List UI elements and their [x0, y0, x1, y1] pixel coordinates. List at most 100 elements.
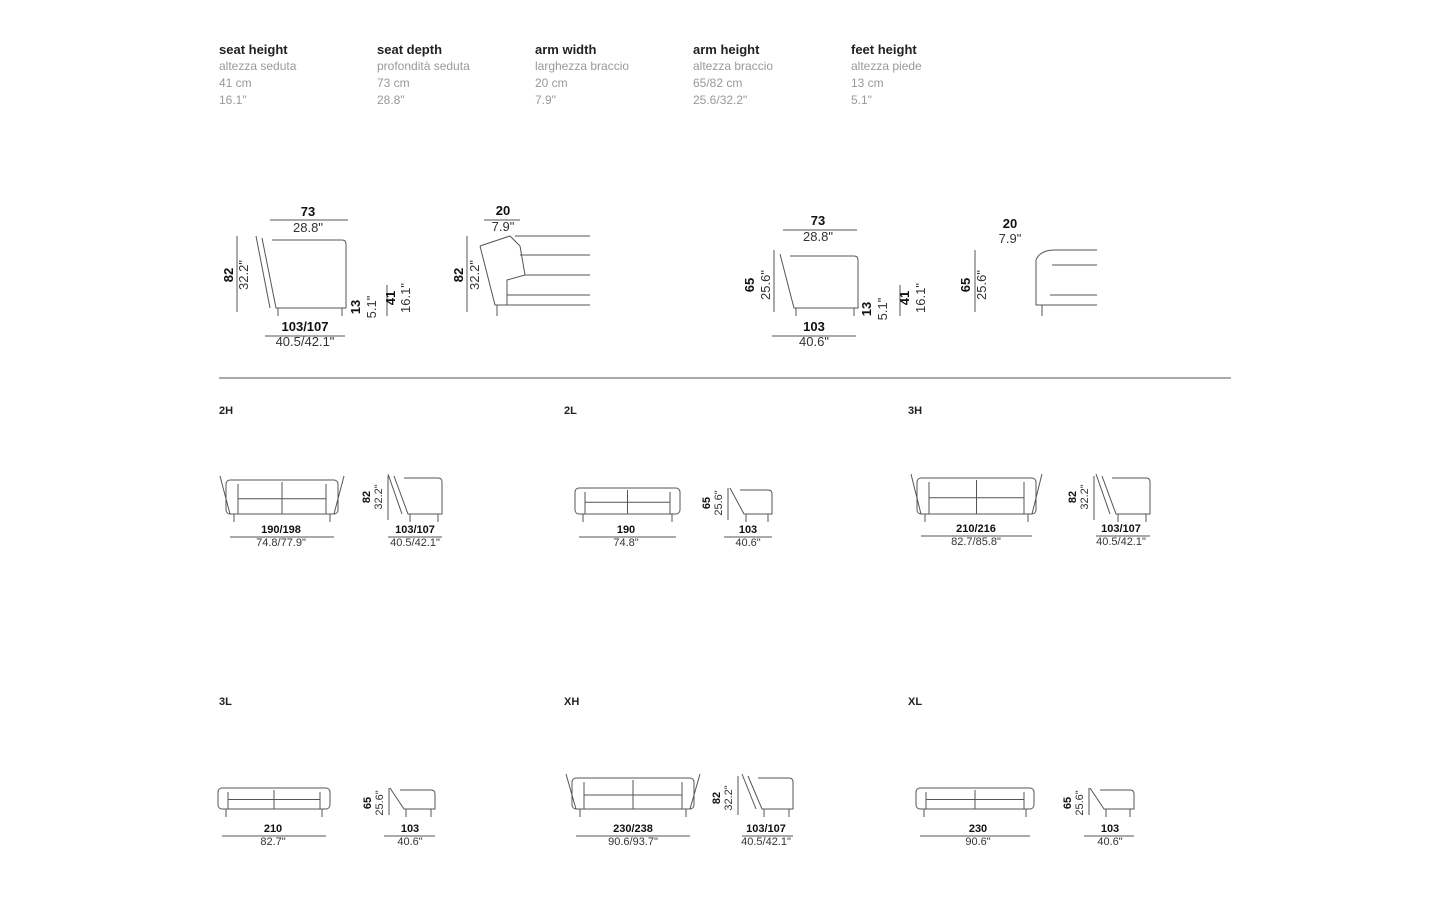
dimension-label: 82 [451, 267, 466, 283]
spec-inch: 28.8" [377, 93, 405, 107]
dimension-label: 230 [968, 823, 988, 835]
dimension-label: 40.6" [735, 537, 761, 549]
spec-label-it: altezza piede [851, 59, 922, 73]
dimension-label: 40.6" [1097, 836, 1123, 848]
spec-inch: 7.9" [535, 93, 556, 107]
dimension-label: 40.5/42.1" [1096, 536, 1146, 548]
dimension-label: 40.5/42.1" [390, 537, 440, 549]
dimension-label: 74.8/77.9" [256, 537, 306, 549]
section-divider [219, 377, 1231, 379]
side-view-backrest [255, 235, 271, 309]
spec-cm: 41 cm [219, 76, 252, 90]
model-name: XL [908, 696, 923, 708]
dimension-label: 41 [383, 290, 398, 306]
spec-label: arm width [535, 42, 597, 57]
model-name: 2H [219, 405, 234, 417]
dimension-label: 20 [1002, 216, 1018, 231]
dimension-label: 90.6" [965, 836, 991, 848]
dimension-label: 25.6" [974, 270, 989, 300]
spec-column: seat depth profondità seduta 73 cm 28.8" [377, 41, 527, 109]
dimension-label: 103 [738, 524, 758, 536]
dimension-label: 65 [1062, 796, 1074, 810]
dimension-label: 210 [263, 823, 283, 835]
arm-view [1035, 249, 1097, 306]
dimension-label: 25.6" [758, 270, 773, 300]
dimension-label: 82 [221, 267, 236, 283]
dimension-label: 32.2" [236, 260, 251, 290]
flare [689, 773, 701, 810]
dimension-label: 40.5/42.1" [741, 836, 791, 848]
spec-cm: 13 cm [851, 76, 884, 90]
spec-label-it: altezza seduta [219, 59, 297, 73]
side-view [1101, 475, 1151, 515]
dimension-label: 65 [742, 277, 757, 293]
dimension-label: 40.5/42.1" [275, 334, 335, 349]
spec-label: seat height [219, 42, 288, 57]
dimension-label: 82.7/85.8" [951, 536, 1001, 548]
dimension-label: 13 [859, 301, 874, 317]
spec-column: feet height altezza piede 13 cm 5.1" [851, 41, 1001, 109]
flare [1031, 473, 1043, 515]
spec-inch: 25.6/32.2" [693, 93, 748, 107]
dimension-label: 210/216 [956, 523, 996, 535]
dimension-label: 25.6" [374, 790, 386, 816]
spec-label-it: larghezza braccio [535, 59, 630, 73]
side-view [261, 237, 347, 309]
dimension-label: 13 [348, 299, 363, 315]
dimension-label: 103 [1100, 823, 1120, 835]
dimension-label: 103 [400, 823, 420, 835]
side-view [747, 775, 794, 810]
side-view-backrest [1095, 473, 1111, 515]
flare [565, 773, 577, 810]
dimension-label: 103/107 [746, 823, 786, 835]
dimension-label: 103 [803, 319, 825, 334]
dimension-label: 73 [300, 204, 316, 219]
side-view [389, 787, 436, 810]
dimension-label: 28.8" [293, 220, 323, 235]
dimension-label: 82 [711, 791, 723, 805]
dimension-label: 73 [810, 213, 826, 228]
spec-inch: 5.1" [851, 93, 872, 107]
flare [333, 475, 345, 515]
dimension-label: 25.6" [713, 490, 725, 516]
dimension-label: 230/238 [613, 823, 653, 835]
dimension-label: 25.6" [1074, 790, 1086, 816]
dimension-label: 32.2" [467, 260, 482, 290]
spec-cm: 73 cm [377, 76, 410, 90]
spec-column: seat height altezza seduta 41 cm 16.1" [219, 41, 369, 109]
side-view-backrest [387, 473, 403, 515]
dimension-label: 5.1" [364, 295, 379, 319]
dimension-label: 16.1" [398, 283, 413, 313]
dimension-label: 65 [362, 796, 374, 810]
dimension-label: 32.2" [723, 785, 735, 811]
flare [219, 475, 231, 515]
spec-label: feet height [851, 42, 917, 57]
dimension-label: 82 [1067, 490, 1079, 504]
spec-label-it: profondità seduta [377, 59, 470, 73]
dimension-label: 28.8" [803, 229, 833, 244]
arm-view [479, 235, 590, 306]
dimension-label: 40.6" [397, 836, 423, 848]
dimension-label: 5.1" [875, 297, 890, 321]
dimension-label: 65 [701, 496, 713, 510]
spec-inch: 16.1" [219, 93, 247, 107]
side-view [779, 253, 859, 309]
spec-cm: 65/82 cm [693, 76, 743, 90]
side-view [393, 475, 443, 515]
spec-label: seat depth [377, 42, 443, 57]
dimension-label: 7.9" [491, 219, 515, 234]
spec-label-it: altezza braccio [693, 59, 774, 73]
dimension-label: 90.6/93.7" [608, 836, 658, 848]
dimension-label: 32.2" [373, 484, 385, 510]
side-view [729, 487, 773, 515]
dimension-label: 103/107 [1101, 523, 1141, 535]
dimension-label: 103/107 [281, 319, 329, 334]
model-name: 3L [219, 696, 232, 708]
dimension-label: 41 [897, 290, 912, 306]
model-name: 3H [908, 405, 923, 417]
flare [910, 473, 922, 515]
side-view [1089, 787, 1135, 810]
